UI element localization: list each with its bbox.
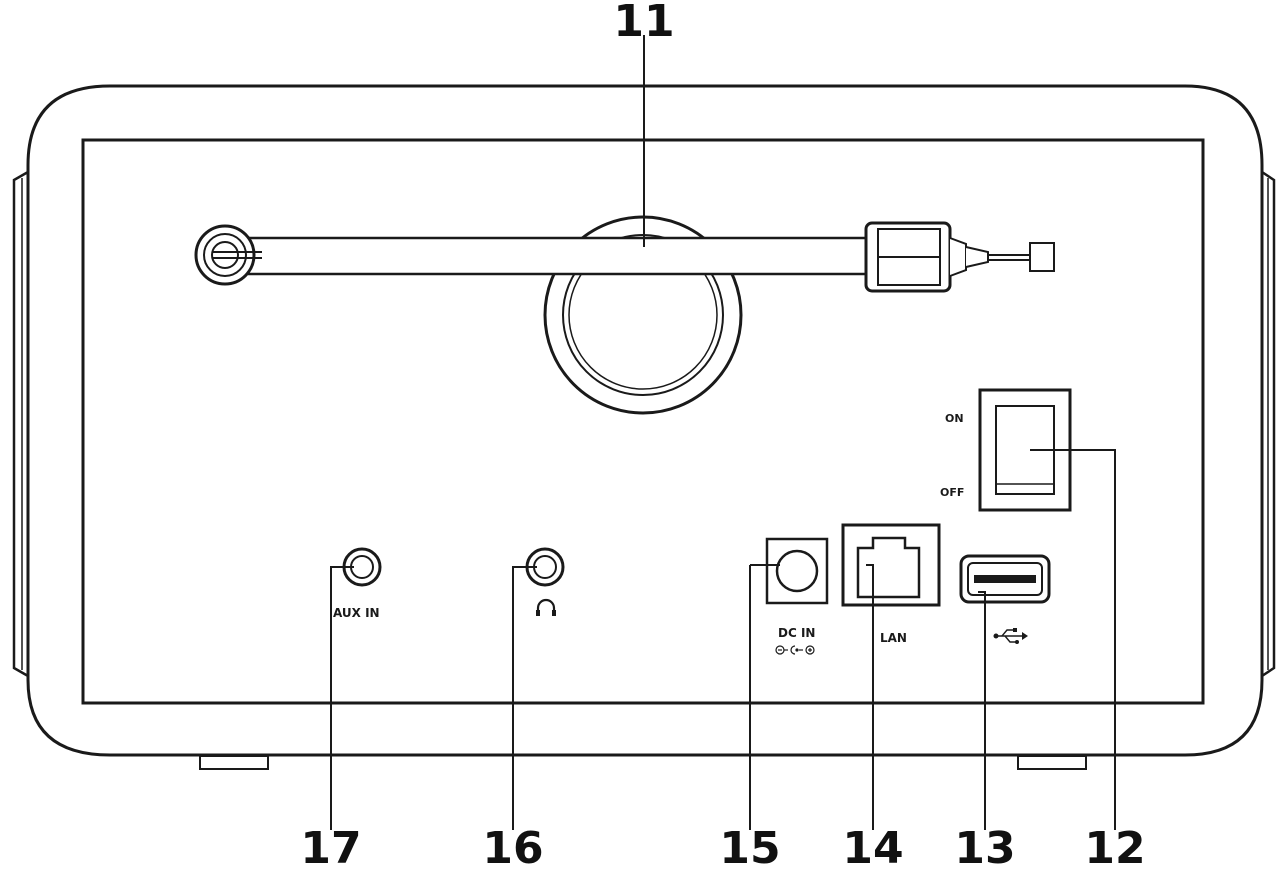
power-switch[interactable]: [978, 388, 1072, 512]
usb-port[interactable]: [959, 554, 1051, 604]
leader-lines: [330, 35, 1116, 830]
leader-17: [330, 566, 354, 830]
callout-17: 17: [300, 823, 361, 870]
foot-left: [199, 755, 269, 770]
dc-in-port[interactable]: [765, 537, 829, 605]
callout-16: 16: [482, 823, 543, 870]
lan-label: LAN: [880, 631, 907, 645]
switch-off-label: OFF: [940, 486, 964, 499]
cabinet: [12, 84, 1276, 770]
dc-polarity-icon: [775, 645, 815, 655]
callout-15: 15: [719, 823, 780, 870]
callout-12: 12: [1084, 823, 1145, 870]
dc-in-label: DC IN: [778, 626, 815, 640]
leader-16: [512, 566, 537, 830]
lan-port[interactable]: [841, 523, 941, 607]
headphones-icon: [536, 598, 556, 616]
foot-right: [1017, 755, 1087, 770]
aux-in-label: AUX IN: [333, 606, 380, 620]
leader-13: [978, 591, 986, 830]
antenna[interactable]: [194, 221, 1055, 293]
usb-icon: [993, 628, 1028, 644]
callout-13: 13: [954, 823, 1015, 870]
callout-14: 14: [842, 823, 903, 870]
callout-11: 11: [613, 0, 674, 47]
leader-14: [866, 564, 874, 830]
leader-12: [1030, 449, 1116, 830]
switch-on-label: ON: [945, 412, 964, 425]
